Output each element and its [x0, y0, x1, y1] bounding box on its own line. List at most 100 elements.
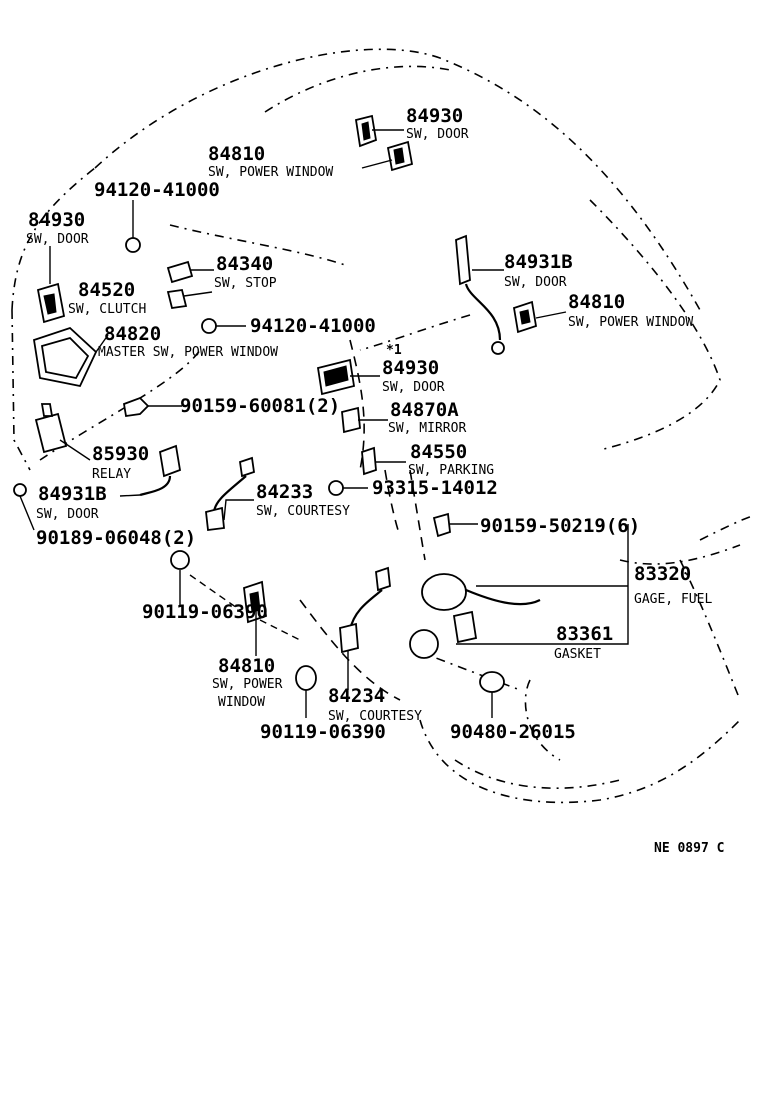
svg-text:SW, DOOR: SW, DOOR: [504, 275, 567, 290]
mirror-switch: [341, 406, 361, 434]
label-83361: 83361 GASKET: [554, 623, 613, 662]
label-90159-60081: 90159-60081(2): [180, 395, 340, 417]
grommet-icon: [479, 671, 505, 693]
svg-text:SW, COURTESY: SW, COURTESY: [256, 504, 350, 519]
label-84520: 84520 SW, CLUTCH: [68, 279, 146, 317]
label-84340: 84340 SW, STOP: [214, 253, 277, 291]
svg-text:SW, DOOR: SW, DOOR: [406, 127, 469, 142]
svg-text:*1: *1: [386, 343, 402, 358]
svg-text:SW, POWER: SW, POWER: [212, 677, 283, 692]
bolt-icon: [170, 550, 190, 570]
svg-text:83361: 83361: [556, 623, 613, 645]
svg-text:85930: 85930: [92, 443, 149, 465]
nut-icon: [201, 318, 217, 334]
svg-text:84931B: 84931B: [504, 251, 573, 273]
leader-lines: [19, 129, 629, 718]
door-switch-center: [316, 358, 356, 396]
svg-text:90119-06390: 90119-06390: [142, 601, 268, 623]
door-switch-rear-left: [13, 444, 182, 497]
label-84930-left: 84930 SW, DOOR: [26, 209, 89, 247]
label-94120-mid: 94120-41000: [250, 315, 376, 337]
label-93315: 93315-14012: [372, 477, 498, 499]
svg-text:GAGE, FUEL: GAGE, FUEL: [634, 592, 712, 607]
label-90119-bottom: 90119-06390: [260, 721, 386, 743]
label-84820: 84820 MASTER SW, POWER WINDOW: [98, 323, 278, 360]
svg-text:SW, COURTESY: SW, COURTESY: [328, 709, 422, 724]
svg-text:SW, DOOR: SW, DOOR: [26, 232, 89, 247]
svg-text:84520: 84520: [78, 279, 135, 301]
svg-text:90159-50219(6): 90159-50219(6): [480, 515, 640, 537]
label-84550: 84550 SW, PARKING: [408, 441, 494, 478]
fuel-gage: [421, 573, 541, 644]
stop-switch: [166, 260, 194, 284]
svg-text:94120-41000: 94120-41000: [94, 179, 220, 201]
label-90189: 90189-06048(2): [36, 527, 196, 549]
label-84810-top: 84810 SW, POWER WINDOW: [208, 143, 333, 180]
label-94120-top: 94120-41000: [94, 179, 220, 201]
svg-text:84810: 84810: [568, 291, 625, 313]
svg-text:84810: 84810: [208, 143, 265, 165]
svg-text:WINDOW: WINDOW: [218, 695, 265, 710]
power-window-switch-bottom: [243, 580, 267, 624]
reference-code: NE 0897 C: [654, 841, 724, 856]
svg-text:SW, DOOR: SW, DOOR: [36, 507, 99, 522]
svg-text:90189-06048(2): 90189-06048(2): [36, 527, 196, 549]
label-84233: 84233 SW, COURTESY: [256, 481, 350, 519]
svg-text:84550: 84550: [410, 441, 467, 463]
svg-text:84931B: 84931B: [38, 483, 107, 505]
svg-text:SW, CLUTCH: SW, CLUTCH: [68, 302, 146, 317]
label-84870A: 84870A SW, MIRROR: [388, 399, 466, 436]
bolt-icon: [122, 396, 150, 418]
label-84930-top: 84930 SW, DOOR: [406, 105, 469, 142]
svg-text:84930: 84930: [28, 209, 85, 231]
label-83320: 83320 GAGE, FUEL: [634, 563, 712, 607]
label-84810-bottom: 84810 SW, POWER WINDOW: [212, 655, 283, 710]
label-90159-50219: 90159-50219(6): [480, 515, 640, 537]
label-90480: 90480-26015: [450, 721, 576, 743]
svg-text:84930: 84930: [406, 105, 463, 127]
svg-text:84340: 84340: [216, 253, 273, 275]
svg-text:RELAY: RELAY: [92, 467, 131, 482]
label-84931B-left: 84931B SW, DOOR: [36, 483, 107, 522]
master-power-window-switch: [32, 326, 98, 388]
svg-text:90480-26015: 90480-26015: [450, 721, 576, 743]
svg-text:84234: 84234: [328, 685, 385, 707]
label-90119-top: 90119-06390: [142, 601, 268, 623]
relay: [34, 403, 68, 454]
svg-text:SW, MIRROR: SW, MIRROR: [388, 421, 466, 436]
svg-text:SW, STOP: SW, STOP: [214, 276, 277, 291]
svg-text:SW, POWER WINDOW: SW, POWER WINDOW: [208, 165, 333, 180]
label-84931B-right: 84931B SW, DOOR: [504, 251, 573, 290]
svg-text:MASTER SW, POWER WINDOW: MASTER SW, POWER WINDOW: [98, 345, 278, 360]
svg-text:SW, PARKING: SW, PARKING: [408, 463, 494, 478]
door-switch-left: [36, 282, 66, 324]
parking-switch: [361, 446, 377, 476]
svg-text:GASKET: GASKET: [554, 647, 601, 662]
clutch-switch: [166, 288, 188, 310]
svg-text:90159-60081(2): 90159-60081(2): [180, 395, 340, 417]
svg-text:84233: 84233: [256, 481, 313, 503]
svg-text:94120-41000: 94120-41000: [250, 315, 376, 337]
bolt-icon: [432, 512, 451, 538]
label-84810-right: 84810 SW, POWER WINDOW: [568, 291, 693, 330]
label-85930: 85930 RELAY: [92, 443, 149, 482]
courtesy-switch-rear: [339, 566, 391, 654]
bolt-icon: [295, 665, 317, 691]
power-window-switch-right: [512, 300, 538, 334]
svg-text:83320: 83320: [634, 563, 691, 585]
svg-text:84930: 84930: [382, 357, 439, 379]
door-switch-top: [354, 114, 414, 172]
door-switch-rear-right: [455, 234, 505, 355]
label-84930-center: *1 84930 SW, DOOR: [382, 343, 445, 395]
screw-icon: [328, 480, 344, 496]
nut-icon: [125, 237, 141, 253]
svg-text:93315-14012: 93315-14012: [372, 477, 498, 499]
svg-text:84820: 84820: [104, 323, 161, 345]
svg-text:SW, DOOR: SW, DOOR: [382, 380, 445, 395]
svg-text:84810: 84810: [218, 655, 275, 677]
svg-text:SW, POWER WINDOW: SW, POWER WINDOW: [568, 315, 693, 330]
svg-text:90119-06390: 90119-06390: [260, 721, 386, 743]
svg-text:84870A: 84870A: [390, 399, 459, 421]
courtesy-switch-front: [205, 456, 255, 532]
